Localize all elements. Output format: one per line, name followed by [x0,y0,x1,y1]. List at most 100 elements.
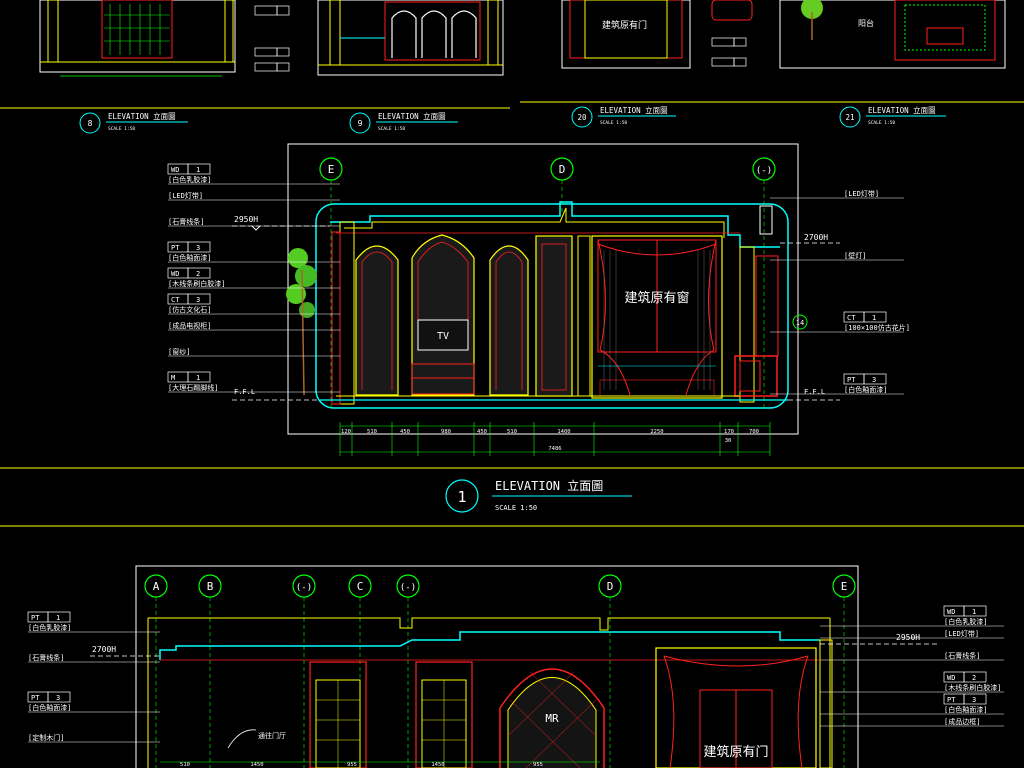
dim-value: 450 [477,429,487,435]
bottom-callout-right-desc: [LED灯带] [944,629,979,638]
main-callout-left-code: PT [171,244,180,252]
svg-text:SCALE 1:50: SCALE 1:50 [868,120,895,126]
main-callout-left-1: [LED灯带] [168,191,340,201]
bottom-callout-right-5: [成品边框] [820,717,1004,727]
dim-value: 1400 [557,429,570,435]
svg-text:ELEVATION 立面圖: ELEVATION 立面圖 [108,111,176,121]
elevation-8-drawing [0,0,510,109]
ceiling-molding [330,201,780,248]
bottom-dim-value: 955 [533,762,543,768]
bottom-callout-left-3: [定制木门] [28,733,160,743]
main-callout-left-num: 2 [196,270,200,278]
elevation-9-drawing [317,0,504,76]
main-elevation-1: E D (-) TV [167,143,910,456]
svg-text:20: 20 [577,113,587,122]
dim-value: 120 [341,429,351,435]
main-callout-right-desc: [100×100仿古花片] [844,323,910,332]
svg-text:SCALE 1:50: SCALE 1:50 [108,126,135,132]
bottom-callout-right-desc: [成品边框] [944,717,980,726]
dim-value: 510 [367,429,377,435]
bottom-callout-left-0: PT 1[白色乳胶漆] [27,611,160,633]
svg-text:ELEVATION 立面圖: ELEVATION 立面圖 [378,111,446,121]
elevation-20-drawing: 建筑原有门 [520,0,1024,103]
bottom-grid-label: (-) [400,583,416,593]
bottom-grid-bubble: A [144,574,168,768]
main-callout-left-6: [成品电视柜] [168,321,340,331]
main-title: ELEVATION 立面圖 [495,478,603,493]
svg-text:ELEVATION 立面圖: ELEVATION 立面圖 [868,105,936,115]
main-callout-left-code: M [171,374,175,382]
lattice-door-2 [415,661,473,768]
dim-value: 2250 [650,429,663,435]
bottom-grid-label: C [357,580,364,593]
bottom-callout-left-num: 1 [56,614,60,622]
bottom-callout-right-code: WD [947,608,955,616]
bottom-callout-left-desc: [定制木门] [28,733,64,742]
main-callout-left-code: WD [171,270,179,278]
main-callout-right-1: [壁灯] [770,251,904,261]
bottom-callout-left-code: PT [31,694,40,702]
bottom-callout-left-desc: [白色釉面漆] [28,703,71,712]
bottom-callout-right-0: WD 1[白色乳胶漆] [820,605,1004,627]
main-callout-left-desc: [LED灯带] [168,191,203,200]
door-label: 建筑原有门 [703,744,768,760]
bottom-level-left: 2700H [92,645,116,654]
main-grid-bubbles: E D (-) [319,157,776,410]
grid-e: E [328,163,335,176]
main-callout-right-num: 1 [872,314,876,322]
svg-text:8: 8 [88,119,93,128]
wall-section-mark: 14 [792,314,808,330]
svg-text:ELEVATION 立面圖: ELEVATION 立面圖 [600,105,668,115]
bottom-grid-label: (-) [296,583,312,593]
door-curtain: 建筑原有门 [655,647,817,768]
mirror-arch: MR [499,668,605,768]
dim-value: 510 [507,429,517,435]
main-callout-right-num: 3 [872,376,876,384]
main-callout-left-code: CT [171,296,180,304]
bottom-callout-right-num: 3 [972,696,976,704]
svg-text:14: 14 [796,319,804,327]
elevation-title-9: 9 ELEVATION 立面圖 SCALE 1:50 [349,111,458,134]
svg-text:SCALE 1:50: SCALE 1:50 [600,120,627,126]
grid-d: D [559,163,566,176]
door-text-top: 建筑原有门 [602,19,647,31]
bottom-callout-right-num: 1 [972,608,976,616]
bottom-dim-value: 955 [347,762,357,768]
bottom-callout-left-desc: [石膏线条] [28,653,64,662]
main-callout-right-0: [LED灯带] [770,189,904,199]
main-callout-left-desc: [白色乳胶漆] [168,175,211,184]
main-callout-right-desc: [壁灯] [844,251,866,260]
bottom-dim-value: 1450 [431,762,444,768]
bottom-callout-left-code: PT [31,614,40,622]
main-callout-left-num: 1 [196,166,200,174]
top-strip: 建筑原有门 阳台 8 ELEVATION 立面圖 SCALE 1:50 [0,0,1024,134]
dim-sub: 30 [725,438,732,444]
main-scale: SCALE 1:50 [495,504,537,512]
lattice-door-1 [309,661,367,768]
bottom-grid-bubble: E [832,574,856,768]
main-title-block: 1 ELEVATION 立面圖 SCALE 1:50 [445,478,632,513]
main-callout-left-desc: [白色釉面漆] [168,253,211,262]
dim-value: 450 [400,429,410,435]
bottom-callout-left-1: [石膏线条] [28,653,160,663]
svg-text:21: 21 [845,113,854,122]
svg-text:SCALE 1:50: SCALE 1:50 [378,126,405,132]
bottom-grid-label: D [607,580,614,593]
bottom-callout-right-desc: [白色釉面漆] [944,705,987,714]
bottom-callout-right-desc: [白色乳胶漆] [944,617,987,626]
main-callout-right-code: CT [847,314,856,322]
main-callout-left-desc: [木线条刷白胶漆] [168,279,225,288]
level-left: 2950H [234,215,258,224]
arched-panels [355,234,591,397]
bottom-callout-left-desc: [白色乳胶漆] [28,623,71,632]
grid-sub: (-) [756,166,772,176]
elevation-title-20: 20 ELEVATION 立面圖 SCALE 1:50 [571,105,676,128]
